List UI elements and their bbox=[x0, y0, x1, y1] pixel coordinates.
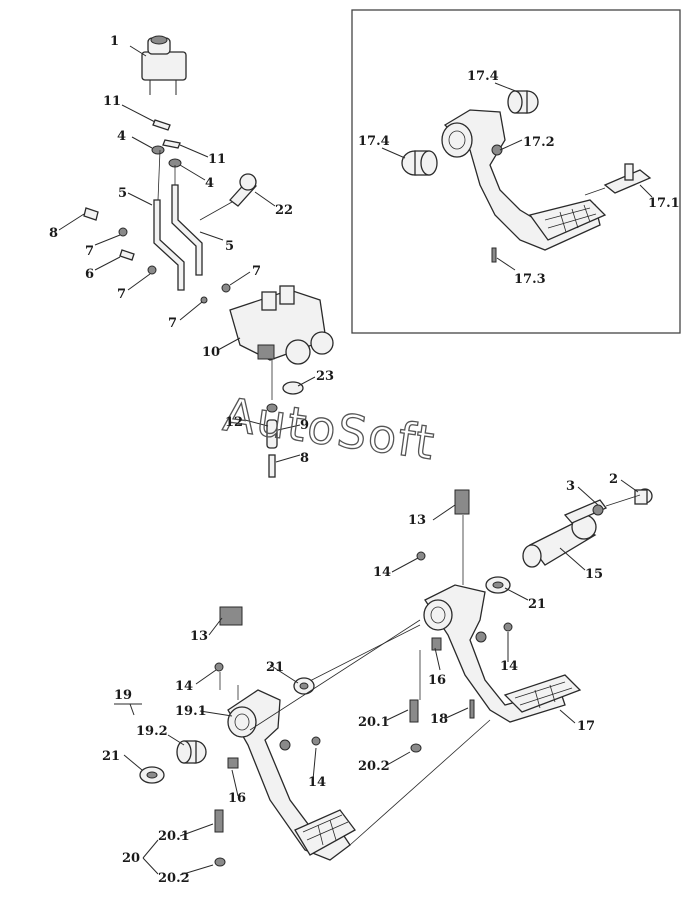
label-15: 15 bbox=[585, 567, 603, 582]
inset-leader-lines bbox=[381, 82, 653, 271]
left-pedal bbox=[139, 606, 491, 867]
label-7-a: 7 bbox=[85, 244, 94, 259]
label-4-left: 4 bbox=[117, 129, 126, 144]
inset-label-17-4-left: 17.4 bbox=[358, 134, 390, 149]
inset-bushings bbox=[401, 90, 539, 176]
label-20-2-left: 20.2 bbox=[158, 871, 190, 886]
label-12: 12 bbox=[225, 415, 243, 430]
inset-brake-pedal bbox=[441, 109, 607, 263]
label-20-2-right: 20.2 bbox=[358, 759, 390, 774]
label-13-right: 13 bbox=[408, 513, 426, 528]
reservoir-assembly bbox=[129, 35, 187, 95]
watermark-text: AutoSoft bbox=[220, 387, 439, 470]
label-16-left: 16 bbox=[228, 791, 246, 806]
label-14-bottom: 14 bbox=[308, 775, 326, 790]
label-14-left: 14 bbox=[175, 679, 193, 694]
label-5-left: 5 bbox=[118, 186, 127, 201]
hoses-and-fittings bbox=[83, 119, 257, 304]
label-21-right: 21 bbox=[528, 597, 546, 612]
label-7-d: 7 bbox=[168, 316, 177, 331]
label-3: 3 bbox=[566, 479, 575, 494]
label-22: 22 bbox=[275, 203, 293, 218]
label-7-b: 7 bbox=[117, 287, 126, 302]
label-19-2: 19.2 bbox=[136, 724, 168, 739]
label-13-left: 13 bbox=[190, 629, 208, 644]
label-20-1-right: 20.1 bbox=[358, 715, 390, 730]
label-23: 23 bbox=[316, 369, 334, 384]
leader-lines-lower bbox=[114, 479, 639, 876]
label-10: 10 bbox=[202, 345, 220, 360]
label-14-right: 14 bbox=[500, 659, 518, 674]
right-pedal bbox=[409, 489, 582, 753]
inset-label-17-1: 17.1 bbox=[648, 196, 680, 211]
inset-pedal-shaft bbox=[584, 163, 652, 196]
label-20-1-left: 20.1 bbox=[158, 829, 190, 844]
label-5-right: 5 bbox=[225, 239, 234, 254]
part-labels: 1 11 11 4 4 5 5 22 8 7 6 7 7 7 10 23 12 … bbox=[49, 34, 680, 886]
label-18: 18 bbox=[430, 712, 448, 727]
label-6: 6 bbox=[85, 267, 94, 282]
inset-label-17-4-top: 17.4 bbox=[467, 69, 499, 84]
inset-label-17-3: 17.3 bbox=[514, 272, 546, 287]
label-14-top: 14 bbox=[373, 565, 391, 580]
label-9: 9 bbox=[300, 418, 309, 433]
label-11-left: 11 bbox=[103, 94, 121, 109]
label-4-right: 4 bbox=[205, 176, 214, 191]
label-2: 2 bbox=[609, 472, 618, 487]
pedal-shaft-assembly bbox=[416, 488, 653, 594]
label-17: 17 bbox=[577, 719, 595, 734]
label-19: 19 bbox=[114, 688, 132, 703]
label-8: 8 bbox=[49, 226, 58, 241]
label-21-left: 21 bbox=[102, 749, 120, 764]
label-20: 20 bbox=[122, 851, 140, 866]
label-7-c: 7 bbox=[252, 264, 261, 279]
inset-frame bbox=[351, 9, 681, 334]
label-11-right: 11 bbox=[208, 152, 226, 167]
inset-label-17-2: 17.2 bbox=[523, 135, 555, 150]
label-21-mid: 21 bbox=[266, 660, 284, 675]
label-8-lower: 8 bbox=[300, 451, 309, 466]
leader-lines-upper bbox=[58, 104, 316, 463]
label-1: 1 bbox=[110, 34, 119, 49]
label-16-right: 16 bbox=[428, 673, 446, 688]
master-cylinder bbox=[229, 285, 334, 478]
label-19-1: 19.1 bbox=[175, 704, 207, 719]
